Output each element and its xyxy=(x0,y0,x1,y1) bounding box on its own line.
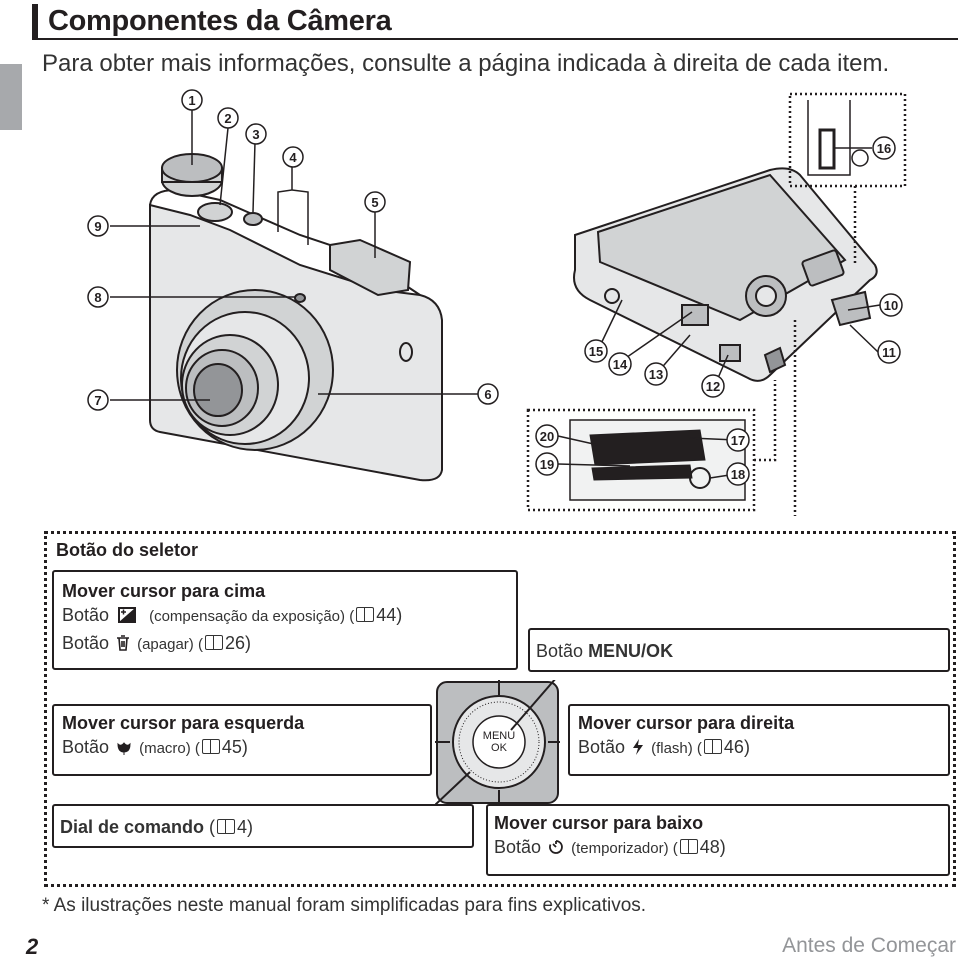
battery-compartment-inset xyxy=(526,380,777,512)
self-timer-icon xyxy=(549,840,563,854)
side-tab xyxy=(0,64,22,130)
menu-ok-label: MENU/OK xyxy=(588,641,674,661)
cursor-up-line-1: Botão (compensação da exposição) (44) xyxy=(62,605,403,625)
callout-number-16: 16 xyxy=(872,136,896,160)
svg-text:12: 12 xyxy=(706,379,720,394)
section-label: Antes de Começar xyxy=(782,934,956,957)
callout-number-6: 6 xyxy=(477,383,499,405)
svg-text:8: 8 xyxy=(94,290,101,305)
cursor-up-box: Mover cursor para cima Botão (compensaçã… xyxy=(52,570,518,670)
book-icon xyxy=(356,607,375,622)
connector-inset xyxy=(788,92,907,265)
callout-number-11: 11 xyxy=(877,340,901,364)
callout-number-2: 2 xyxy=(217,107,239,129)
svg-text:4: 4 xyxy=(289,150,297,165)
svg-text:11: 11 xyxy=(882,345,896,360)
svg-text:17: 17 xyxy=(731,433,745,448)
callout-number-9: 9 xyxy=(87,215,109,237)
menu-ok-box: Botão MENU/OK xyxy=(528,628,950,672)
callout-number-10: 10 xyxy=(879,293,903,317)
cursor-right-heading: Mover cursor para direita xyxy=(578,713,795,733)
callout-number-13: 13 xyxy=(644,362,668,386)
callout-number-14: 14 xyxy=(608,352,632,376)
exposure-compensation-icon xyxy=(118,607,137,623)
callout-number-5: 5 xyxy=(364,191,386,213)
svg-text:19: 19 xyxy=(540,457,554,472)
cursor-right-box: Mover cursor para direita Botão (flash) … xyxy=(568,704,950,776)
camera-front-view xyxy=(149,153,443,482)
selector-dial-figure: MENU OK xyxy=(435,680,560,805)
macro-flower-icon xyxy=(117,742,131,755)
flash-icon xyxy=(633,739,644,755)
svg-text:7: 7 xyxy=(94,393,101,408)
page-subtitle: Para obter mais informações, consulte a … xyxy=(42,50,890,77)
svg-text:20: 20 xyxy=(540,429,554,444)
svg-text:6: 6 xyxy=(484,387,491,402)
callout-number-18: 18 xyxy=(726,462,750,486)
book-icon xyxy=(703,739,722,754)
dial-leaders xyxy=(435,680,560,805)
cursor-left-box: Mover cursor para esquerda Botão (macro)… xyxy=(52,704,432,776)
callout-number-8: 8 xyxy=(87,286,109,308)
book-icon xyxy=(217,819,236,834)
svg-text:1: 1 xyxy=(188,93,195,108)
svg-text:18: 18 xyxy=(731,467,745,482)
svg-text:14: 14 xyxy=(613,357,628,372)
footnote: * As ilustrações neste manual foram simp… xyxy=(42,895,647,916)
page-title: Componentes da Câmera xyxy=(48,5,392,37)
callout-number-3: 3 xyxy=(245,123,267,145)
svg-text:15: 15 xyxy=(589,344,603,359)
callout-number-17: 17 xyxy=(726,428,750,452)
dial-center-menu: MENU xyxy=(483,730,515,742)
svg-text:10: 10 xyxy=(884,298,898,313)
selector-panel-title: Botão do seletor xyxy=(56,540,199,560)
cursor-left-heading: Mover cursor para esquerda xyxy=(62,713,305,733)
svg-text:13: 13 xyxy=(649,367,663,382)
svg-text:5: 5 xyxy=(371,195,378,210)
camera-back-view xyxy=(573,167,878,382)
dial-center-ok: OK xyxy=(491,742,508,754)
cursor-up-line-2: Botão (apagar) (26) xyxy=(62,633,251,653)
book-icon xyxy=(679,839,698,854)
cursor-up-heading: Mover cursor para cima xyxy=(62,581,266,601)
callout-number-12: 12 xyxy=(701,374,725,398)
book-icon xyxy=(204,635,223,650)
trash-icon xyxy=(117,635,130,651)
callout-number-1: 1 xyxy=(181,89,203,111)
command-dial-box: Dial de comando (4) xyxy=(52,804,474,848)
page-number: 2 xyxy=(26,934,39,959)
cursor-down-heading: Mover cursor para baixo xyxy=(494,813,704,833)
book-icon xyxy=(201,739,220,754)
callout-number-7: 7 xyxy=(87,389,109,411)
title-bar: Componentes da Câmera xyxy=(32,4,958,40)
svg-text:16: 16 xyxy=(877,141,891,156)
command-dial-heading: Dial de comando xyxy=(60,817,205,837)
svg-text:3: 3 xyxy=(252,127,259,142)
callout-number-4: 4 xyxy=(282,146,304,168)
callout-number-19: 19 xyxy=(535,452,559,476)
callout-number-20: 20 xyxy=(535,424,559,448)
cursor-down-box: Mover cursor para baixo Botão (temporiza… xyxy=(486,804,950,876)
callout-number-15: 15 xyxy=(584,339,608,363)
selector-panel xyxy=(44,531,956,887)
svg-text:2: 2 xyxy=(224,111,231,126)
camera-illustration: 1 2 3 4 5 6 7 8 9 10 11 12 13 14 15 16 1… xyxy=(87,89,907,516)
svg-text:9: 9 xyxy=(94,219,101,234)
